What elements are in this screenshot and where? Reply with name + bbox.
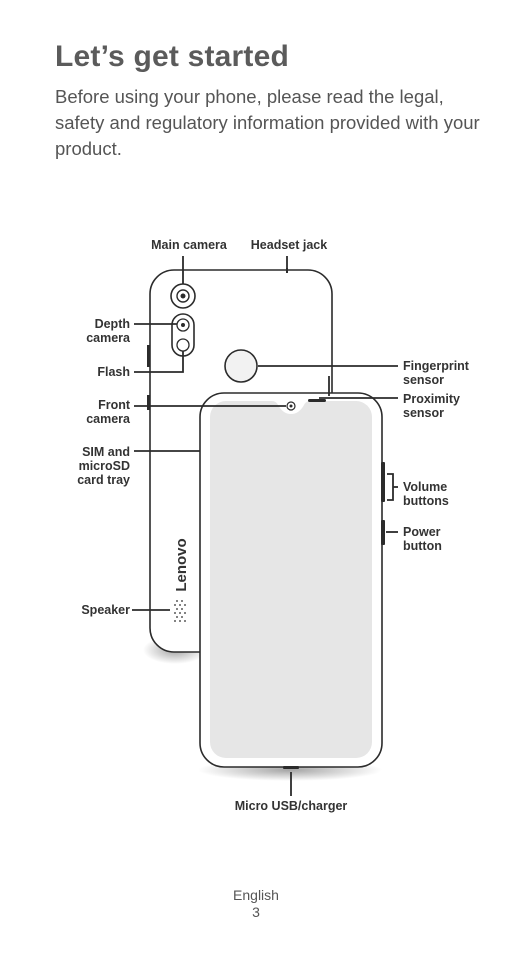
label-main-camera: Main camera [151,238,227,252]
front-camera-lens [286,401,296,411]
label-sim-tray: SIM and microSD card tray [77,445,130,487]
micro-usb-port [283,766,299,769]
page-title: Let’s get started [55,40,290,73]
label-micro-usb: Micro USB/charger [234,799,348,813]
page-number: 3 [252,904,260,920]
brand-logo: Lenovo [173,538,190,591]
label-proximity-sensor: Proximity sensor [403,392,460,420]
label-front-camera: Front camera [86,398,130,426]
label-headset-jack: Headset jack [250,238,328,252]
label-depth-camera: Depth camera [86,317,130,345]
label-fingerprint-sensor: Fingerprint sensor [403,359,469,387]
front-phone [199,392,385,768]
speaker-grille [174,600,186,622]
main-camera-lens [170,283,196,309]
label-volume-buttons: Volume buttons [403,480,449,508]
callout-lines [132,256,398,796]
label-speaker: Speaker [81,603,130,617]
label-power-button: Power button [403,525,442,553]
footer-language: English [233,887,279,903]
intro-text: Before using your phone, please read the… [55,86,480,159]
callout-flash [134,351,184,373]
label-flash: Flash [97,365,130,379]
depth-camera-flash-module [171,313,195,357]
page-footer: English 3 [0,887,512,921]
fingerprint-sensor [224,349,258,383]
callout-volume [387,473,394,501]
